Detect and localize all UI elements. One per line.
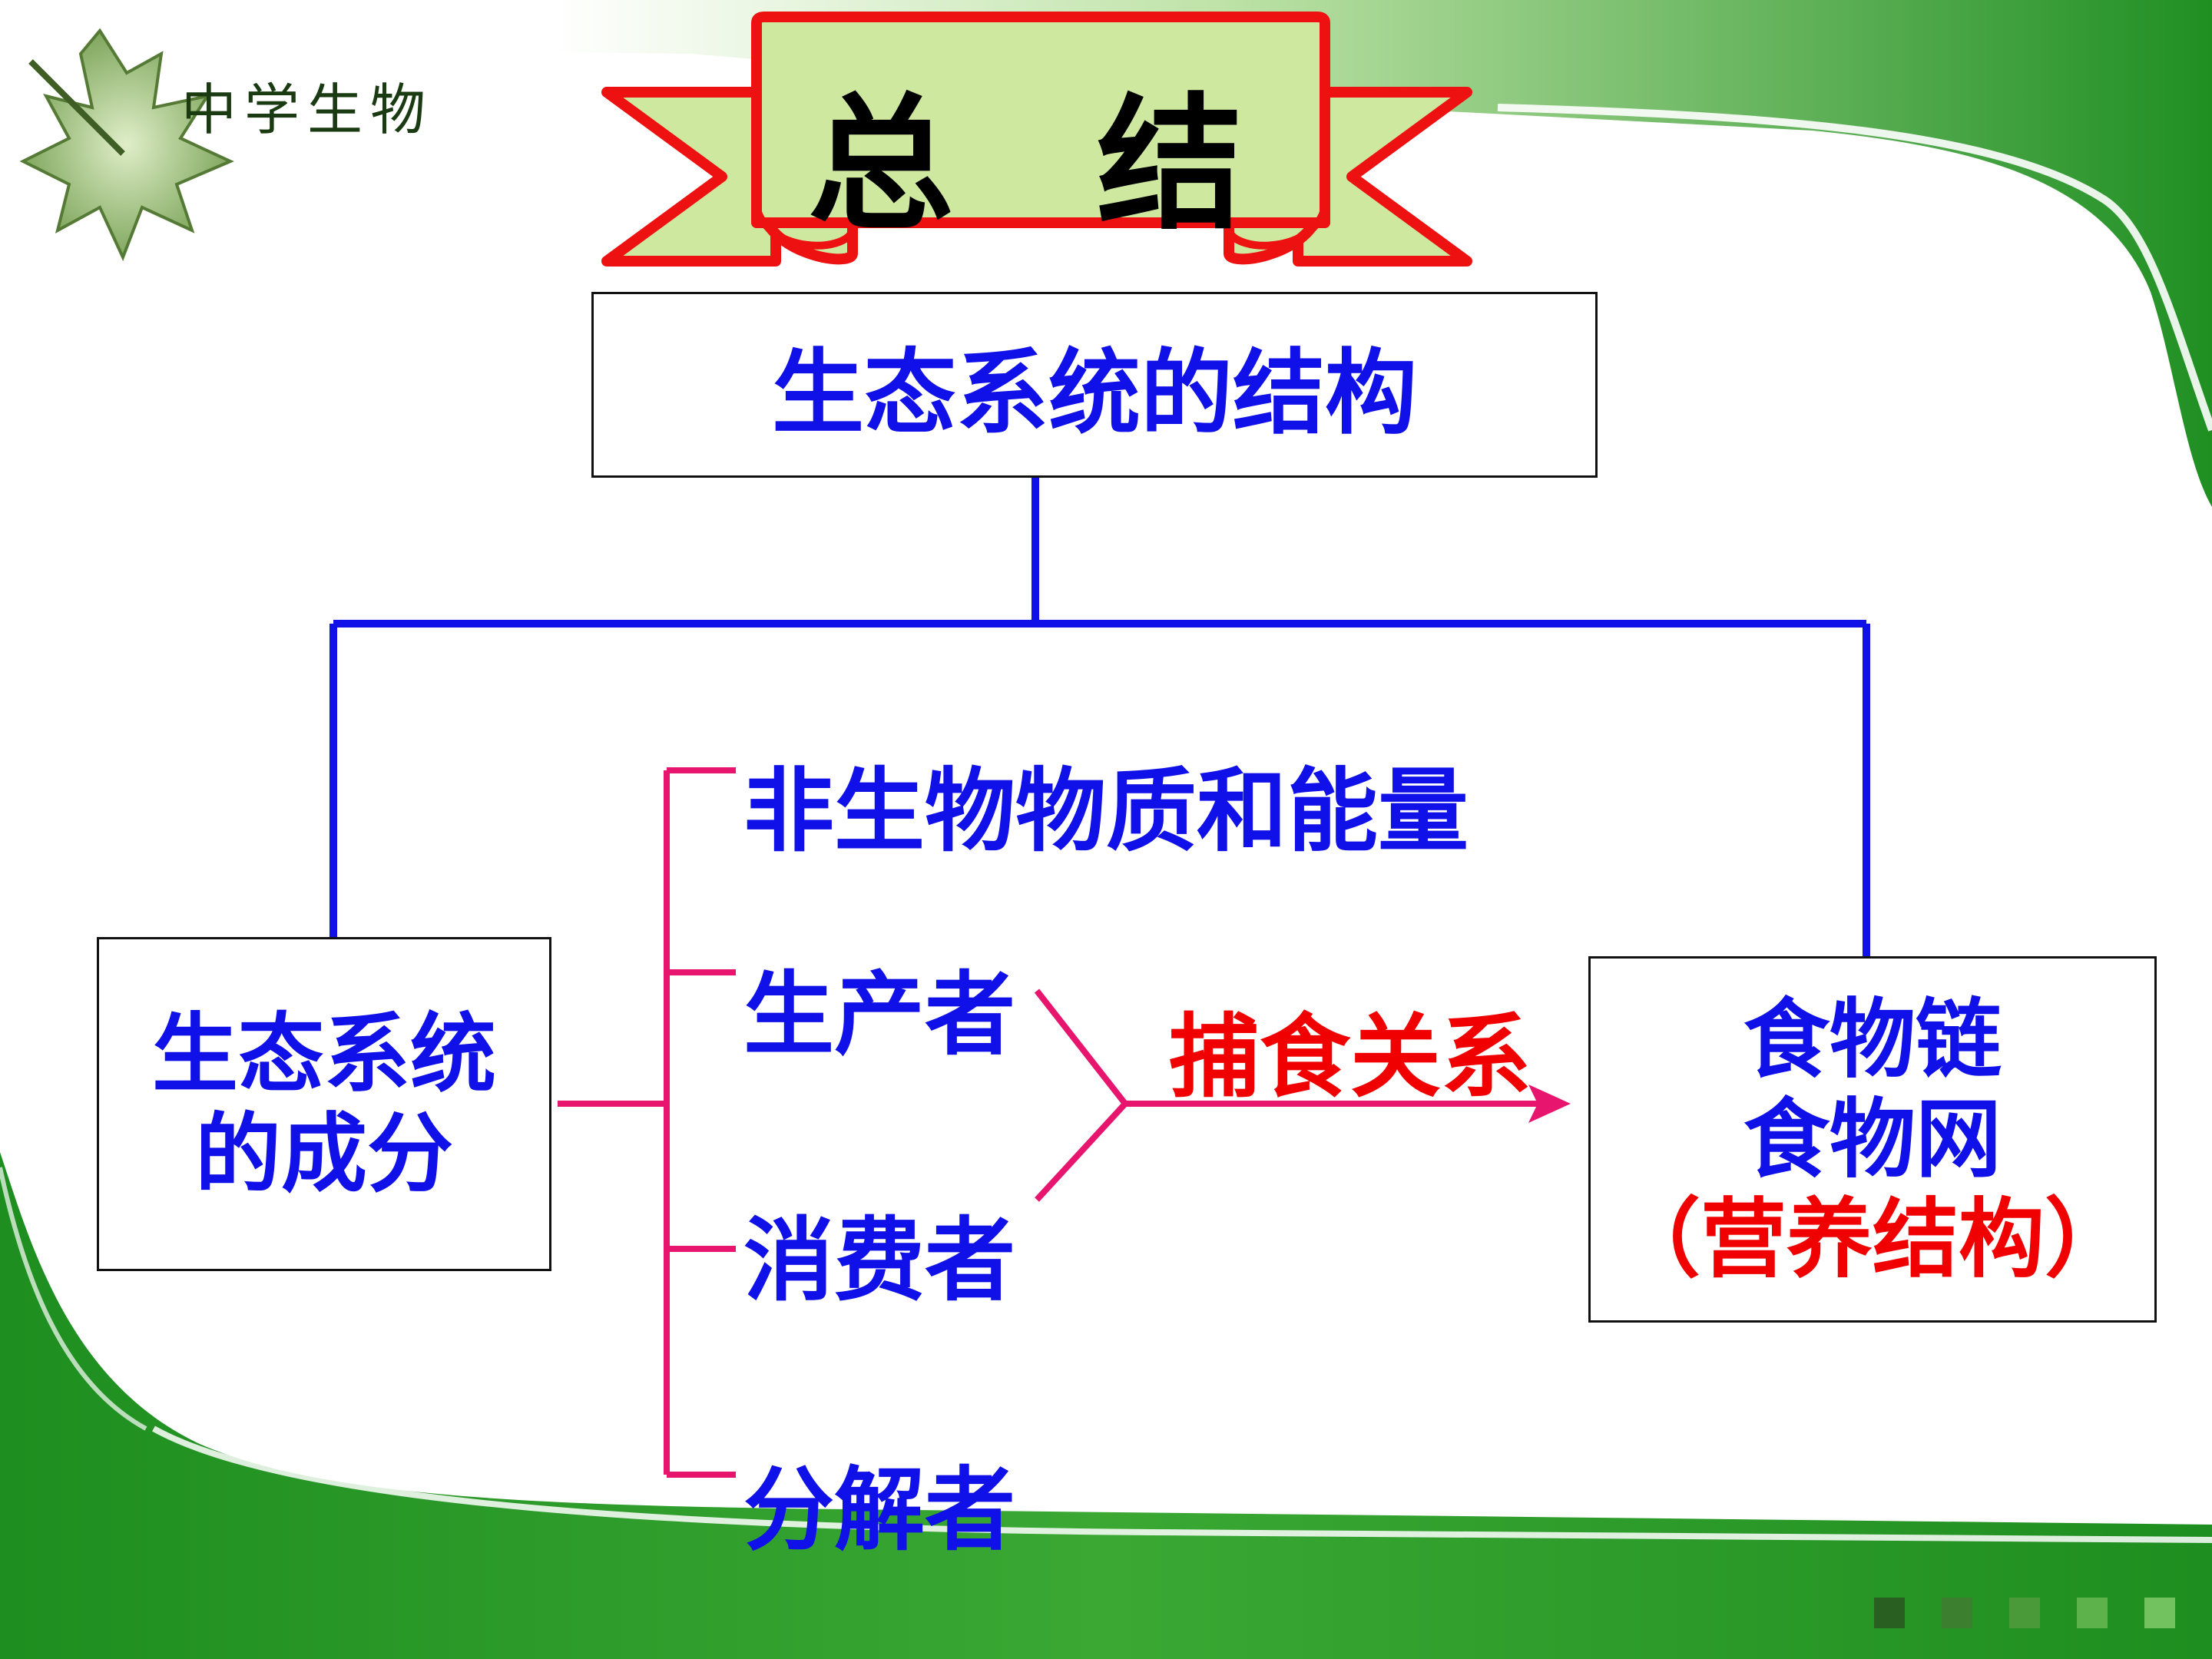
components-box-line1: 生态系统 (152, 1004, 496, 1104)
predation-label: 捕食关系 (1169, 1004, 1532, 1110)
arrow-head-icon (1528, 1084, 1571, 1123)
predation-arrow (1034, 988, 1551, 1202)
trophic-structure-label: （营养结构） (1614, 1189, 2131, 1290)
brand-title: 中学生物 (181, 78, 434, 142)
components-box: 生态系统 的成分 (97, 937, 551, 1271)
nav-square-icon[interactable] (2077, 1598, 2108, 1628)
root-label: 生态系统的结构 (772, 340, 1417, 447)
components-box-line2: 的成分 (195, 1104, 453, 1204)
page-title: 总 结 (807, 80, 1290, 250)
food-chain-label: 食物链 (1743, 989, 2002, 1090)
maple-leaf-icon (19, 28, 234, 262)
nav-square-icon[interactable] (1942, 1598, 1972, 1628)
component-producer: 生产者 (743, 962, 1016, 1068)
root-box: 生态系统的结构 (591, 292, 1598, 478)
food-web-label: 食物网 (1743, 1089, 2002, 1190)
nav-square-icon[interactable] (1874, 1598, 1905, 1628)
component-bracket (558, 767, 736, 1478)
nav-square-icon[interactable] (2009, 1598, 2040, 1628)
component-decomposer: 分解者 (743, 1457, 1016, 1563)
nutrition-box: 食物链 食物网 （营养结构） (1588, 956, 2157, 1323)
component-consumer: 消费者 (743, 1207, 1016, 1313)
component-abiotic: 非生物物质和能量 (743, 758, 1469, 864)
hierarchy-connectors (329, 476, 1870, 956)
nav-square-icon[interactable] (2144, 1598, 2175, 1628)
